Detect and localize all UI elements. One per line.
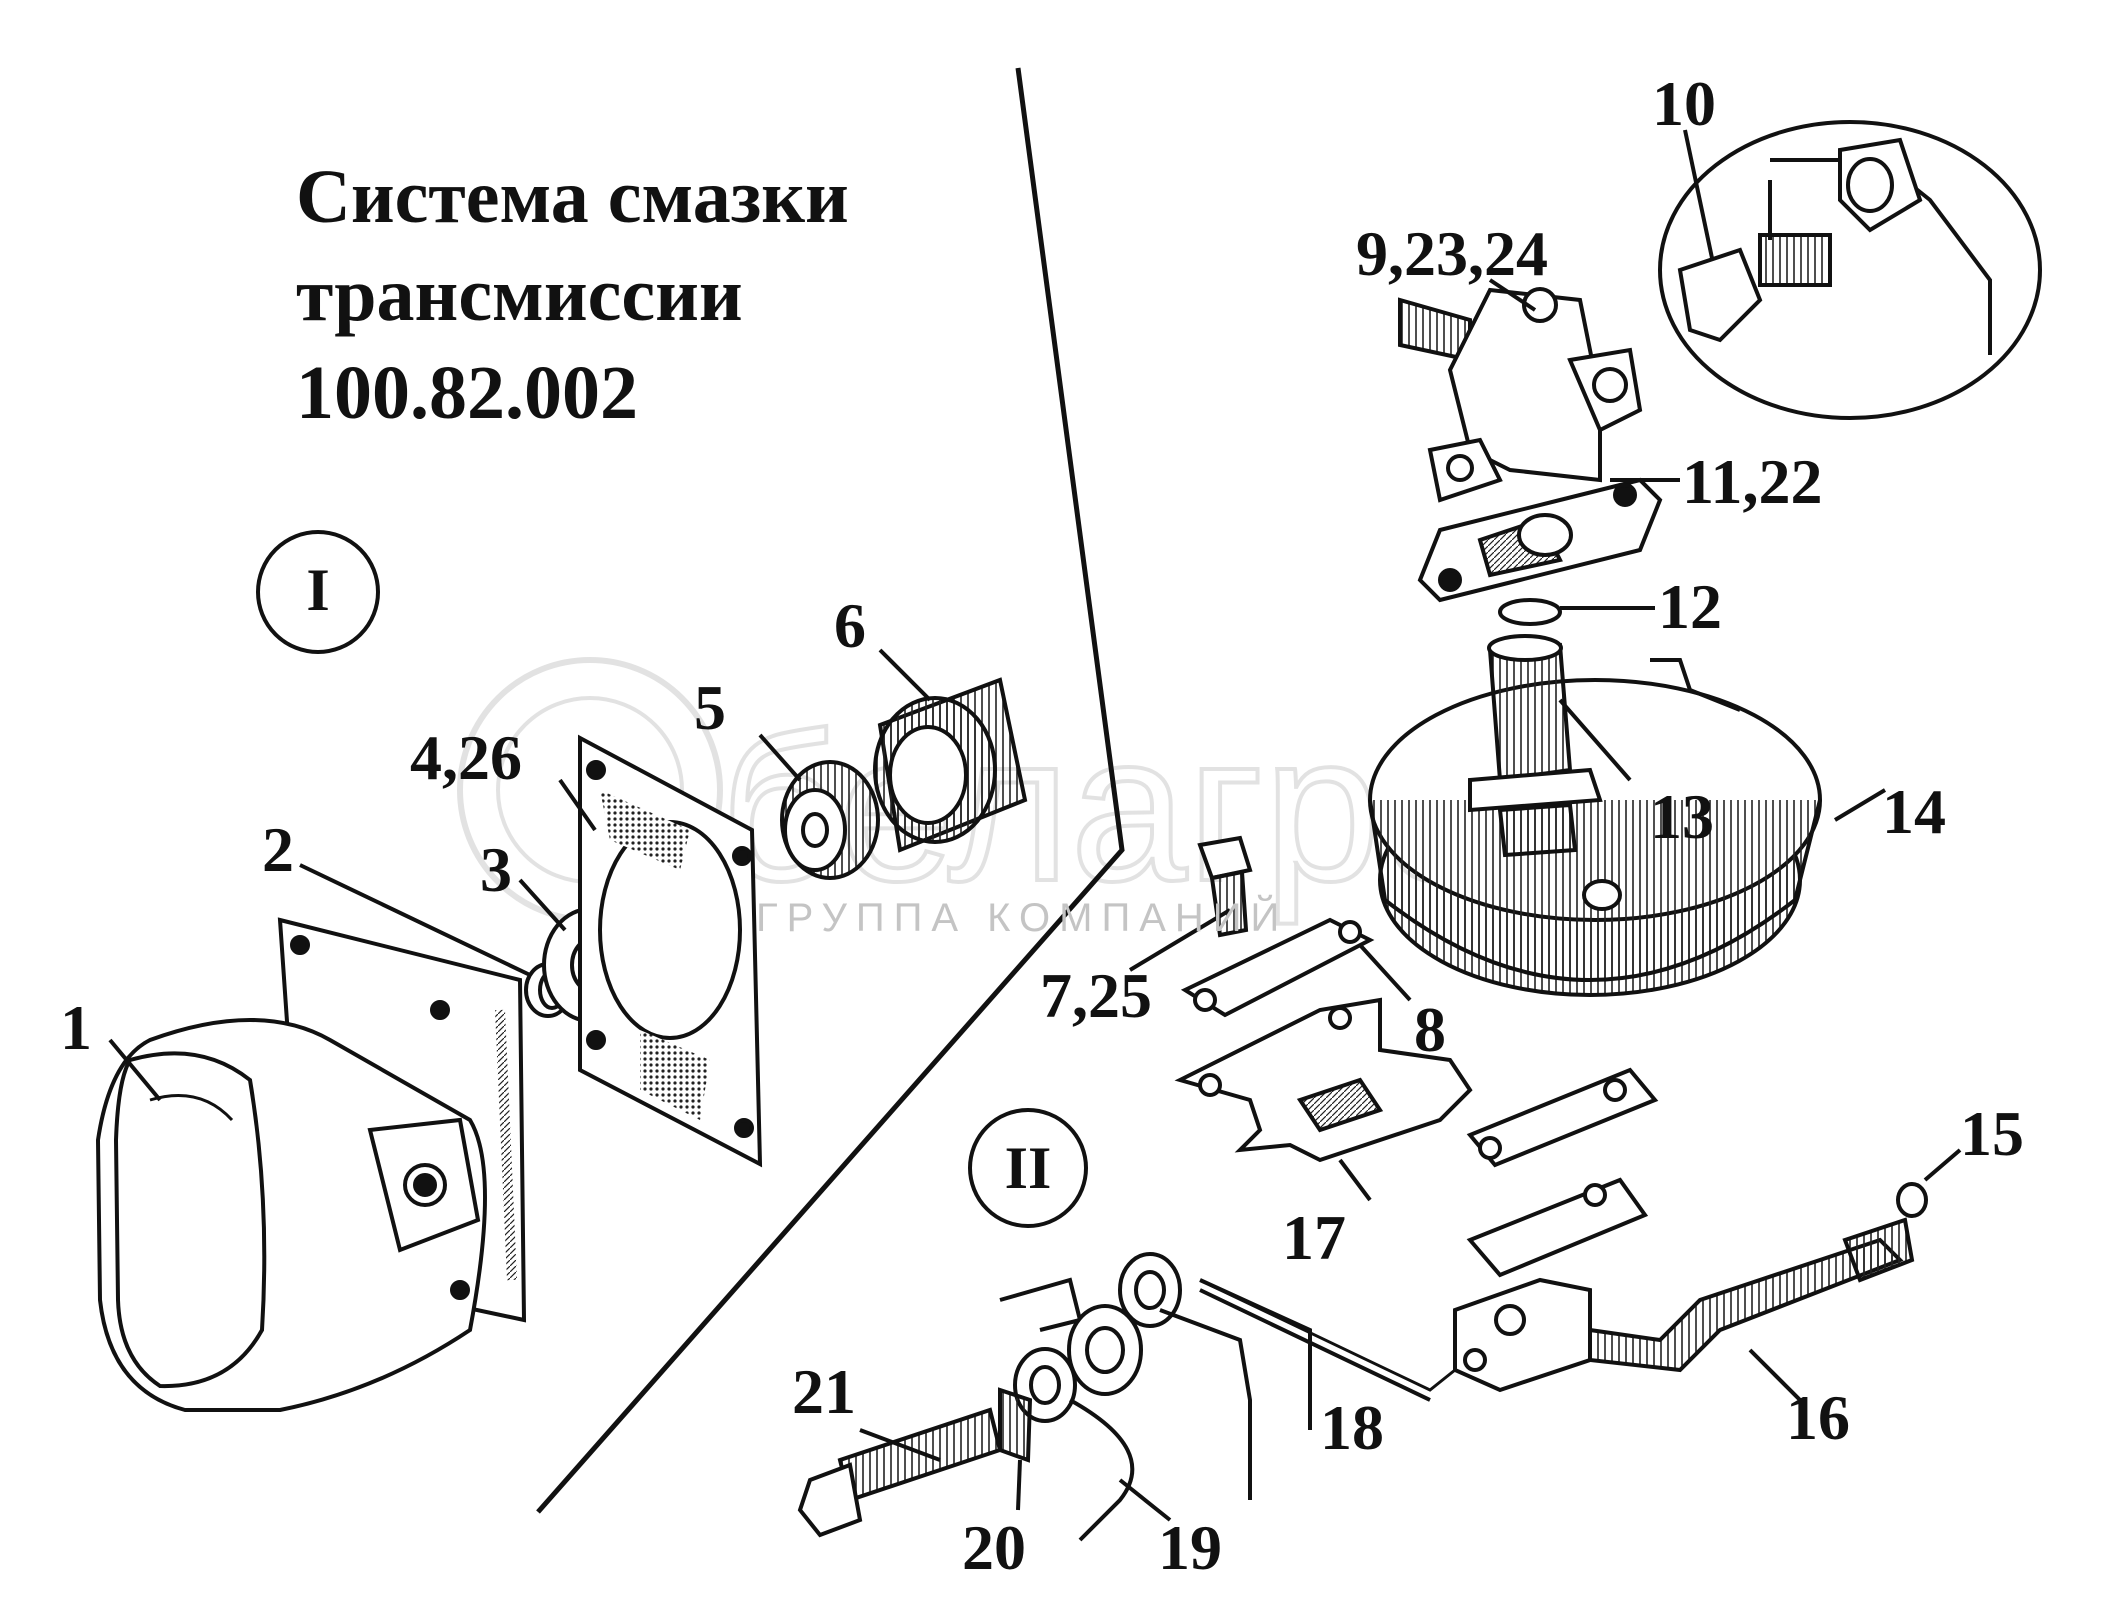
leader-18-to-tee (1209, 1283, 1456, 1392)
callout-2: 2 (262, 814, 294, 885)
leader-2 (299, 863, 531, 977)
callout-14: 14 (1882, 776, 1946, 847)
leader-21 (859, 1428, 941, 1462)
leader-3 (518, 878, 567, 932)
part-11-22-gasket (1417, 477, 1663, 603)
callout-9-23-24: 9,23,24 (1356, 218, 1548, 289)
callout-16: 16 (1786, 1382, 1850, 1453)
title-line-2: трансмиссии (296, 253, 743, 337)
title-line-3: 100.82.002 (296, 351, 638, 435)
leader-16 (1748, 1348, 1802, 1402)
part-10-detail-inset (1658, 120, 2042, 420)
part-8-plates (1180, 917, 1659, 1168)
diagram-title: Система смазки трансмиссии 100.82.002 (296, 148, 849, 442)
callout-4-26: 4,26 (410, 722, 522, 793)
callout-3: 3 (480, 834, 512, 905)
part-6-large-gear (873, 677, 1028, 853)
title-line-1: Система смазки (296, 155, 849, 239)
callout-21: 21 (792, 1356, 856, 1427)
part-12-seal-ring (1498, 598, 1562, 626)
leader-14 (1833, 788, 1887, 822)
leader-17 (1338, 1158, 1372, 1202)
callout-13: 13 (1650, 781, 1714, 852)
leader-4-26 (558, 778, 597, 832)
callout-7-25: 7,25 (1040, 960, 1152, 1031)
watermark-subtitle: ГРУППА КОМПАНИЙ (756, 896, 1289, 940)
part-4-26-gasket (578, 734, 763, 1168)
part-13-valve (1468, 634, 1603, 858)
leader-20 (1016, 1459, 1022, 1511)
callout-6: 6 (834, 590, 866, 661)
group-I-label: I (306, 557, 330, 623)
callout-17: 17 (1282, 1202, 1346, 1273)
leader-10 (1683, 129, 1714, 259)
leader-6 (878, 648, 932, 702)
part-1-housing (95, 917, 527, 1412)
callout-18: 18 (1320, 1392, 1384, 1463)
leader-5 (758, 733, 802, 782)
callout-12: 12 (1658, 571, 1722, 642)
part-16-pipe-tee (1453, 1217, 1915, 1393)
part-18-19-20-21-banjo-assembly (797, 1252, 1252, 1542)
part-7-25-bolt (1197, 835, 1253, 938)
callout-15: 15 (1960, 1098, 2024, 1169)
group-II-label: II (1004, 1135, 1052, 1201)
callout-19: 19 (1158, 1512, 1222, 1583)
part-14-filter-bowl (1368, 658, 1822, 997)
callout-11-22: 11,22 (1682, 446, 1823, 517)
callout-10: 10 (1652, 68, 1716, 139)
leader-13 (1558, 698, 1632, 782)
leader-19 (1118, 1478, 1172, 1522)
callout-20: 20 (962, 1512, 1026, 1583)
leader-18 (1199, 1278, 1431, 1430)
callout-8: 8 (1414, 994, 1446, 1065)
callout-1: 1 (60, 992, 92, 1063)
group-I-circle (256, 530, 380, 654)
part-9-23-24-block (1398, 287, 1643, 503)
part-5-small-gear (780, 760, 880, 880)
callout-5: 5 (694, 672, 726, 743)
leader-8 (1358, 943, 1412, 1002)
part-17-bracket (1174, 997, 1649, 1278)
group-II-circle (968, 1108, 1088, 1228)
leader-7-25 (1128, 908, 1232, 972)
part-15-o-ring (1896, 1182, 1928, 1218)
leader-9-23-24 (1488, 278, 1537, 312)
group-divider-line (536, 67, 1125, 1514)
leader-15 (1923, 1148, 1962, 1182)
leader-1 (108, 1038, 162, 1102)
